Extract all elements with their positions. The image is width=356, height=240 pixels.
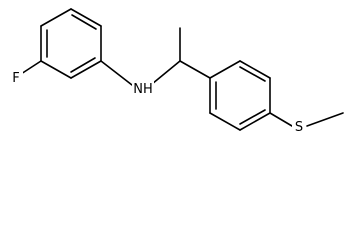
structure-canvas: F NH S (12, 8, 344, 135)
c-s-bond (269, 112, 293, 127)
methylthiophenyl-ring (209, 60, 271, 131)
fluorine-label: F (12, 71, 19, 86)
s-methyl-bond (306, 112, 344, 127)
amine-label: NH (133, 82, 153, 97)
c-f-bond (20, 60, 42, 75)
c-n-bond (100, 60, 133, 86)
fluorophenyl-ring (40, 8, 102, 79)
chemical-structure: F NH S (12, 8, 344, 135)
ch-ring-bond (179, 60, 211, 79)
n-ch-bond (151, 60, 181, 85)
sulfur-label: S (295, 120, 303, 135)
